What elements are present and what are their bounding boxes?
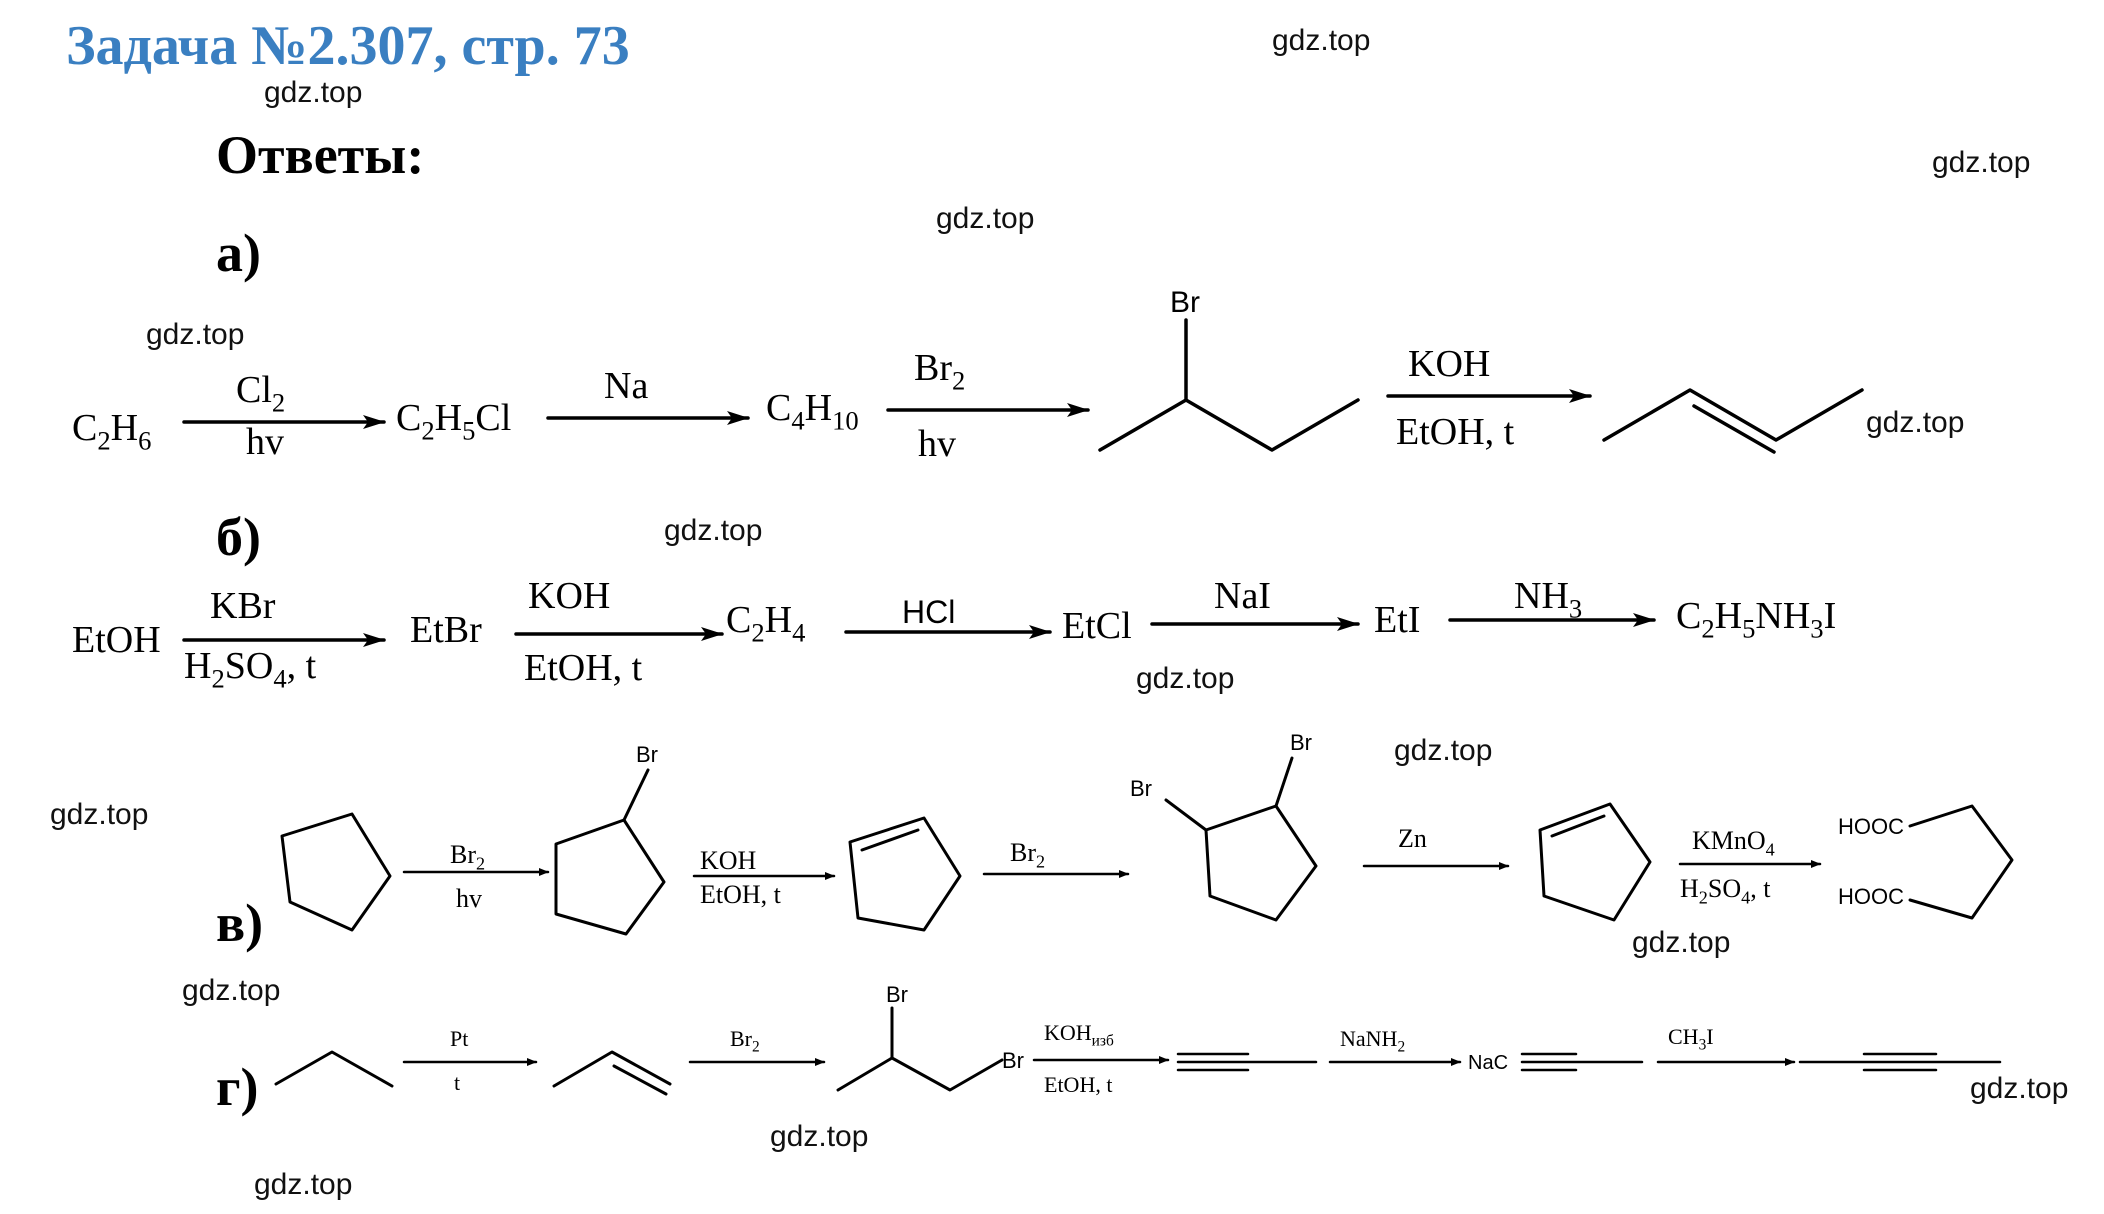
double-bond [1692,404,1776,454]
formula-c2h5cl: C2H5Cl [396,397,512,446]
part-g-label: г) [216,1057,259,1117]
formula-etoh: EtOH [72,619,161,661]
watermark: gdz.top [1394,734,1493,767]
molecule-glutaric-acid [1908,804,2014,920]
formula-c2h5nh3i: C2H5NH3I [1676,595,1837,644]
molecule-bromocyclopentane [554,818,666,936]
watermark: gdz.top [1970,1072,2069,1105]
reagent-na: Na [604,365,649,407]
molecule-but-2-ene [1602,388,1864,442]
molecule-propene [552,1050,672,1088]
condition-etoh-t: EtOH, t [1044,1072,1113,1097]
formula-etbr: EtBr [410,609,482,651]
part-b-label: б) [216,507,261,567]
part-a-label: а) [216,223,261,283]
watermark: gdz.top [254,1168,353,1201]
formula-c4h10: C4H10 [766,387,859,436]
double-bond [1550,814,1606,838]
condition-etoh-t: EtOH, t [1396,411,1515,453]
condition-h2so4-t: H2SO4, t [184,645,317,694]
molecule-dibromocyclopentane [1204,804,1318,922]
molecule-cyclopentene [848,816,962,932]
molecule-propane [274,1050,394,1088]
bromine-label: Br [1002,1048,1024,1073]
reagent-ch3i: CH3I [1668,1024,1714,1054]
bromine-label: Br [636,742,658,767]
molecule-dibromopropane [836,1056,1004,1092]
bromine-label: Br [1290,730,1312,755]
formula-eti: EtI [1374,599,1421,641]
watermark: gdz.top [770,1120,869,1153]
reagent-br2: Br2 [1010,838,1046,872]
condition-hv: hv [246,421,284,463]
condition-etoh-t: EtOH, t [524,647,643,689]
molecule-cyclopentene [1538,802,1652,922]
reagent-nh3: NH3 [1514,575,1583,624]
bromine-label: Br [886,982,908,1007]
carboxyl-label: HOOC [1838,814,1904,839]
formula-etcl: EtCl [1062,605,1132,647]
watermark: gdz.top [146,318,245,351]
reagent-br2: Br2 [450,840,486,874]
molecule-cyclopentane [280,812,392,932]
carboxyl-label: HOOC [1838,884,1904,909]
condition-h2so4-t: H2SO4, t [1680,874,1771,908]
answers-heading: Ответы: [216,125,425,185]
double-bond [612,1064,668,1096]
bond-c-br [1274,756,1294,808]
watermark: gdz.top [1932,146,2031,179]
reagent-kmno4: KMnO4 [1692,826,1775,860]
reagent-cl2: Cl2 [236,369,286,418]
formula-c2h4: C2H4 [726,599,806,648]
page-title: Задача №2.307, стр. 73 [66,15,630,77]
condition-etoh-t: EtOH, t [700,880,781,909]
watermark: gdz.top [50,798,149,831]
condition-t: t [454,1070,461,1095]
double-bond [860,828,920,852]
watermark: gdz.top [664,514,763,547]
bond-c-br [1164,798,1208,832]
formula-c2h6: C2H6 [72,407,152,456]
reagent-nanh2: NaNH2 [1340,1026,1406,1056]
reagent-koh: KOH [700,846,757,875]
watermark: gdz.top [936,202,1035,235]
bromine-label: Br [1130,776,1152,801]
watermark: gdz.top [1632,926,1731,959]
sodium-acetylide-label: NaC [1468,1052,1509,1074]
reagent-koh: KOH [1408,343,1491,385]
reagent-zn: Zn [1398,824,1427,853]
reagent-nai: NaI [1214,575,1271,617]
reagent-koh-excess: KOHизб [1044,1020,1114,1050]
condition-hv: hv [456,884,482,913]
reagent-pt: Pt [450,1026,469,1051]
watermark: gdz.top [1272,24,1371,57]
bond-c-br [622,768,650,822]
reagent-hcl: HCl [902,594,956,630]
reagent-br2: Br2 [914,347,966,396]
watermark: gdz.top [1866,406,1965,439]
watermark: gdz.top [182,974,281,1007]
reagent-br2: Br2 [730,1026,760,1056]
watermark: gdz.top [1136,662,1235,695]
molecule-2-bromobutane [1098,398,1360,452]
condition-hv: hv [918,423,956,465]
bromine-label: Br [1170,286,1200,319]
watermark: gdz.top [264,76,363,109]
part-v-label: в) [216,893,264,953]
reagent-kbr: KBr [210,585,276,627]
reagent-koh: KOH [528,575,611,617]
